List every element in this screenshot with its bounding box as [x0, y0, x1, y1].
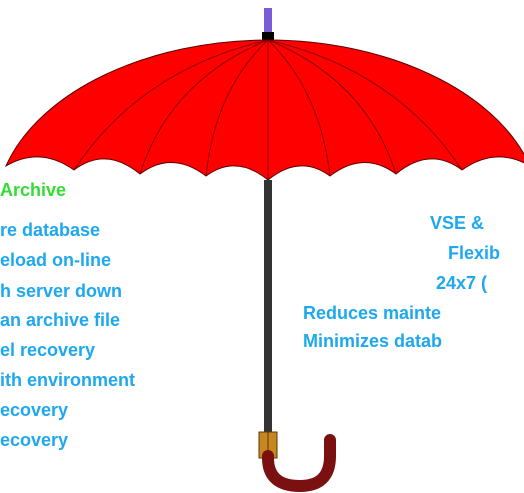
- umbrella-cap: [262, 32, 274, 40]
- left-list-item: h server down: [0, 281, 123, 301]
- left-list-item: re database: [0, 220, 101, 240]
- umbrella-shaft: [264, 180, 272, 432]
- left-list-item: eload on-line: [0, 250, 112, 270]
- left-list-item: ecovery: [0, 400, 69, 420]
- umbrella-canopy: [4, 39, 524, 181]
- umbrella-handle: [262, 434, 336, 493]
- left-feature-list: Archive re database eload on-line h serv…: [0, 180, 260, 493]
- canopy-rib: [267, 39, 463, 171]
- left-list-heading: Archive: [0, 180, 67, 200]
- left-list-item: ith environment: [0, 370, 136, 390]
- left-list-item: an archive file: [0, 310, 121, 330]
- canopy-rib: [267, 39, 397, 175]
- umbrella-tip: [264, 8, 272, 34]
- canopy-ribs: [73, 39, 463, 180]
- canopy-rib: [73, 39, 269, 171]
- left-list-item: ecovery: [0, 430, 69, 450]
- canopy-rib: [267, 39, 331, 177]
- canopy-rib: [139, 39, 269, 175]
- canopy-rib: [205, 39, 269, 177]
- left-list-item: el recovery: [0, 340, 96, 360]
